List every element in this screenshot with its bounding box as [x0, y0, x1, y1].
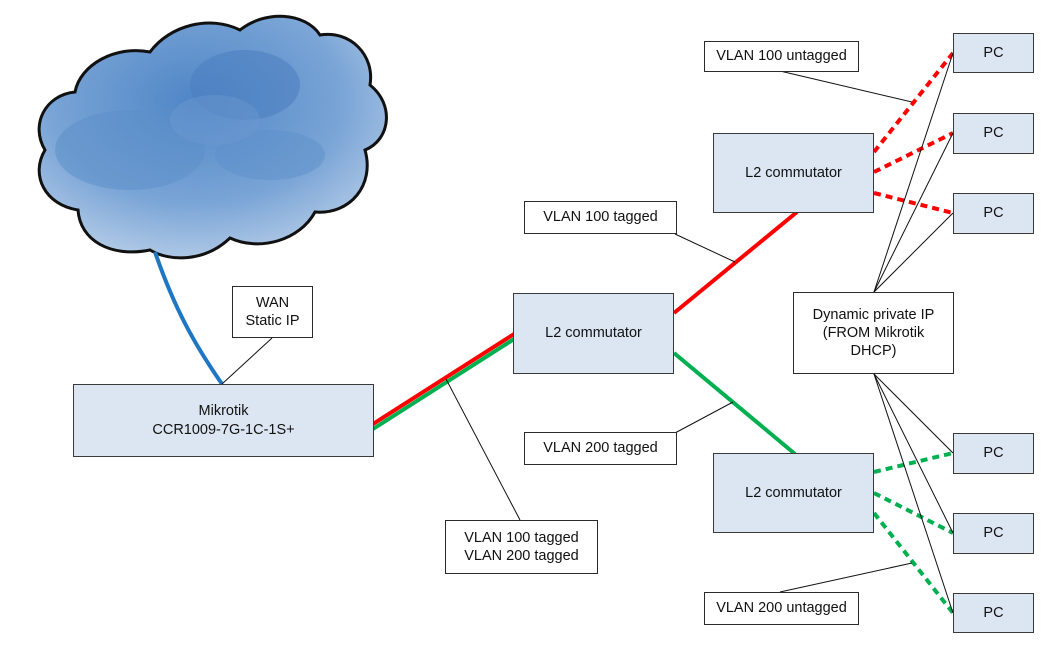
dhcp-label-line3: DHCP) — [850, 343, 897, 360]
vlan100-access-link — [872, 51, 955, 154]
pc-label: PC — [983, 44, 1004, 61]
dhcp-label-line1: Dynamic private IP — [812, 306, 935, 323]
internet-cloud-icon — [37, 14, 388, 260]
top-switch-box: L2 commutator — [713, 133, 874, 213]
trunk-callout-line — [445, 378, 521, 521]
pc-label: PC — [983, 604, 1004, 621]
pc-label: PC — [983, 205, 1004, 222]
pc-box: PC — [953, 513, 1034, 554]
pc-label: PC — [983, 525, 1004, 542]
vlan200-access-link — [873, 451, 954, 474]
pc-box: PC — [953, 593, 1034, 633]
wan-label-box: WAN Static IP — [232, 286, 313, 338]
vlan100-uplink — [672, 210, 799, 315]
wan-callout-line — [221, 337, 273, 385]
vlan100-untagged-label-box: VLAN 100 untagged — [704, 41, 859, 72]
vlan100-tagged-label: VLAN 100 tagged — [543, 209, 658, 226]
dhcp-label-box: Dynamic private IP (FROM Mikrotik DHCP) — [793, 292, 954, 374]
top-switch-label: L2 commutator — [745, 164, 842, 181]
router-box: Mikrotik CCR1009-7G-1C-1S+ — [73, 384, 374, 457]
vlan200-tagged-callout-line — [674, 401, 734, 434]
bottom-switch-label: L2 commutator — [745, 484, 842, 501]
vlan200-access-link — [872, 511, 955, 615]
trunk-vlan100-label: VLAN 100 tagged — [464, 529, 579, 546]
core-switch-box: L2 commutator — [513, 293, 674, 374]
bottom-switch-box: L2 commutator — [713, 453, 874, 533]
pc-box: PC — [953, 433, 1034, 474]
vlan100-tagged-label-box: VLAN 100 tagged — [524, 201, 677, 234]
vlan200-access-link — [873, 491, 954, 535]
pc-box: PC — [953, 193, 1034, 234]
vlan100-access-link — [873, 131, 954, 174]
trunk-link-vlan200 — [371, 337, 516, 431]
vlan100-untagged-label: VLAN 100 untagged — [716, 48, 847, 65]
dhcp-label-line2: (FROM Mikrotik — [822, 324, 925, 341]
trunk-link-vlan100 — [371, 332, 516, 426]
core-switch-label: L2 commutator — [545, 325, 642, 342]
vlan200-untagged-callout-line — [779, 562, 913, 593]
vlan200-untagged-label-box: VLAN 200 untagged — [704, 592, 859, 625]
wan-ip-label: Static IP — [245, 313, 300, 329]
router-name: Mikrotik — [198, 403, 249, 420]
wan-link — [153, 251, 224, 386]
vlan200-untagged-label: VLAN 200 untagged — [716, 600, 847, 617]
dhcp-callout-lines — [873, 52, 954, 614]
vlan100-access-link — [873, 191, 954, 215]
vlan200-tagged-label-box: VLAN 200 tagged — [524, 432, 677, 465]
router-model: CCR1009-7G-1C-1S+ — [152, 421, 295, 438]
trunk-vlan200-label: VLAN 200 tagged — [464, 548, 579, 564]
vlan100-untagged-callout-line — [779, 70, 913, 103]
trunk-label-box: VLAN 100 tagged VLAN 200 tagged — [445, 520, 598, 574]
pc-box: PC — [953, 33, 1034, 73]
pc-label: PC — [983, 125, 1004, 142]
wan-label: WAN — [255, 294, 290, 311]
vlan100-tagged-callout-line — [674, 233, 736, 263]
pc-box: PC — [953, 113, 1034, 154]
vlan200-uplink — [672, 351, 797, 456]
vlan200-tagged-label: VLAN 200 tagged — [543, 440, 658, 457]
pc-label: PC — [983, 445, 1004, 462]
